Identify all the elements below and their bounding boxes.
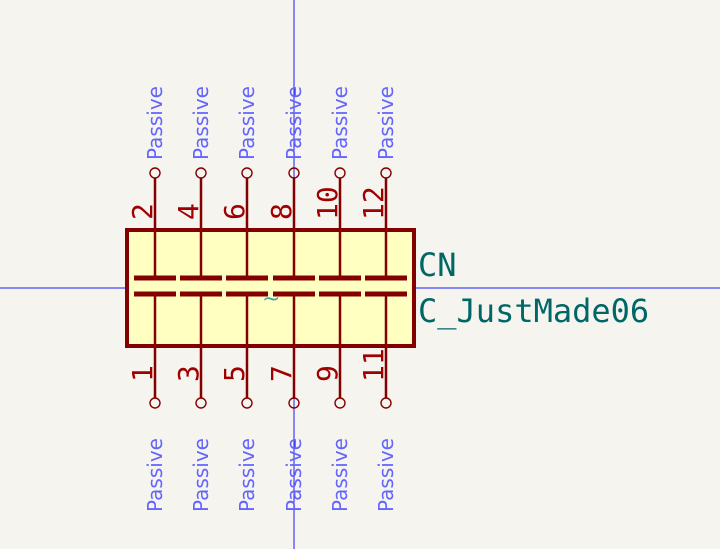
pin-endpoint[interactable]: [334, 167, 346, 179]
pin-top-4[interactable]: 4 Passive: [172, 86, 213, 278]
pin-number: 11: [357, 348, 390, 382]
pin-type: Passive: [374, 438, 398, 512]
pin-type: Passive: [189, 438, 213, 512]
pin-endpoint[interactable]: [288, 167, 300, 179]
pin-endpoint[interactable]: [149, 397, 161, 409]
pins-layer: 2Passive4Passive6Passive8Passive10Passiv…: [126, 86, 398, 512]
pin-type: Passive: [328, 438, 352, 512]
pin-number: 3: [172, 365, 205, 382]
pin-endpoint[interactable]: [288, 397, 300, 409]
pin-endpoint[interactable]: [380, 167, 392, 179]
pin-number: 6: [218, 203, 251, 220]
pin-number: 5: [218, 365, 251, 382]
pin-type: Passive: [189, 86, 213, 160]
pin-top-12[interactable]: 12 Passive: [357, 86, 398, 278]
pin-type: Passive: [374, 86, 398, 160]
pin-top-10[interactable]: 10 Passive: [311, 86, 352, 278]
pin-type: Passive: [143, 438, 167, 512]
pin-top-2[interactable]: 2 Passive: [126, 86, 167, 278]
pin-endpoint[interactable]: [195, 167, 207, 179]
pin-type: Passive: [235, 86, 259, 160]
pin-top-8[interactable]: 8 Passive: [265, 86, 306, 278]
pin-number: 12: [357, 186, 390, 220]
component-body[interactable]: [125, 228, 416, 348]
pin-endpoint[interactable]: [241, 397, 253, 409]
pin-endpoint[interactable]: [334, 397, 346, 409]
pin-type: Passive: [143, 86, 167, 160]
pin-type: Passive: [235, 438, 259, 512]
pin-type: Passive: [282, 438, 306, 512]
reference-designator[interactable]: CN: [418, 246, 457, 284]
pin-number: 4: [172, 203, 205, 220]
pin-endpoint[interactable]: [241, 167, 253, 179]
pin-endpoint[interactable]: [195, 397, 207, 409]
pin-number: 8: [265, 203, 298, 220]
pin-endpoint[interactable]: [380, 397, 392, 409]
pin-number: 9: [311, 365, 344, 382]
pin-number: 1: [126, 365, 159, 382]
pin-number: 7: [265, 365, 298, 382]
pin-endpoint[interactable]: [149, 167, 161, 179]
pin-type: Passive: [282, 86, 306, 160]
symbol-marker: ~: [262, 287, 280, 312]
capacitor-plates: [134, 275, 407, 297]
pin-number: 10: [311, 186, 344, 220]
value-label[interactable]: C_JustMade06: [418, 292, 649, 330]
pin-type: Passive: [328, 86, 352, 160]
pin-top-6[interactable]: 6 Passive: [218, 86, 259, 278]
pin-number: 2: [126, 203, 159, 220]
